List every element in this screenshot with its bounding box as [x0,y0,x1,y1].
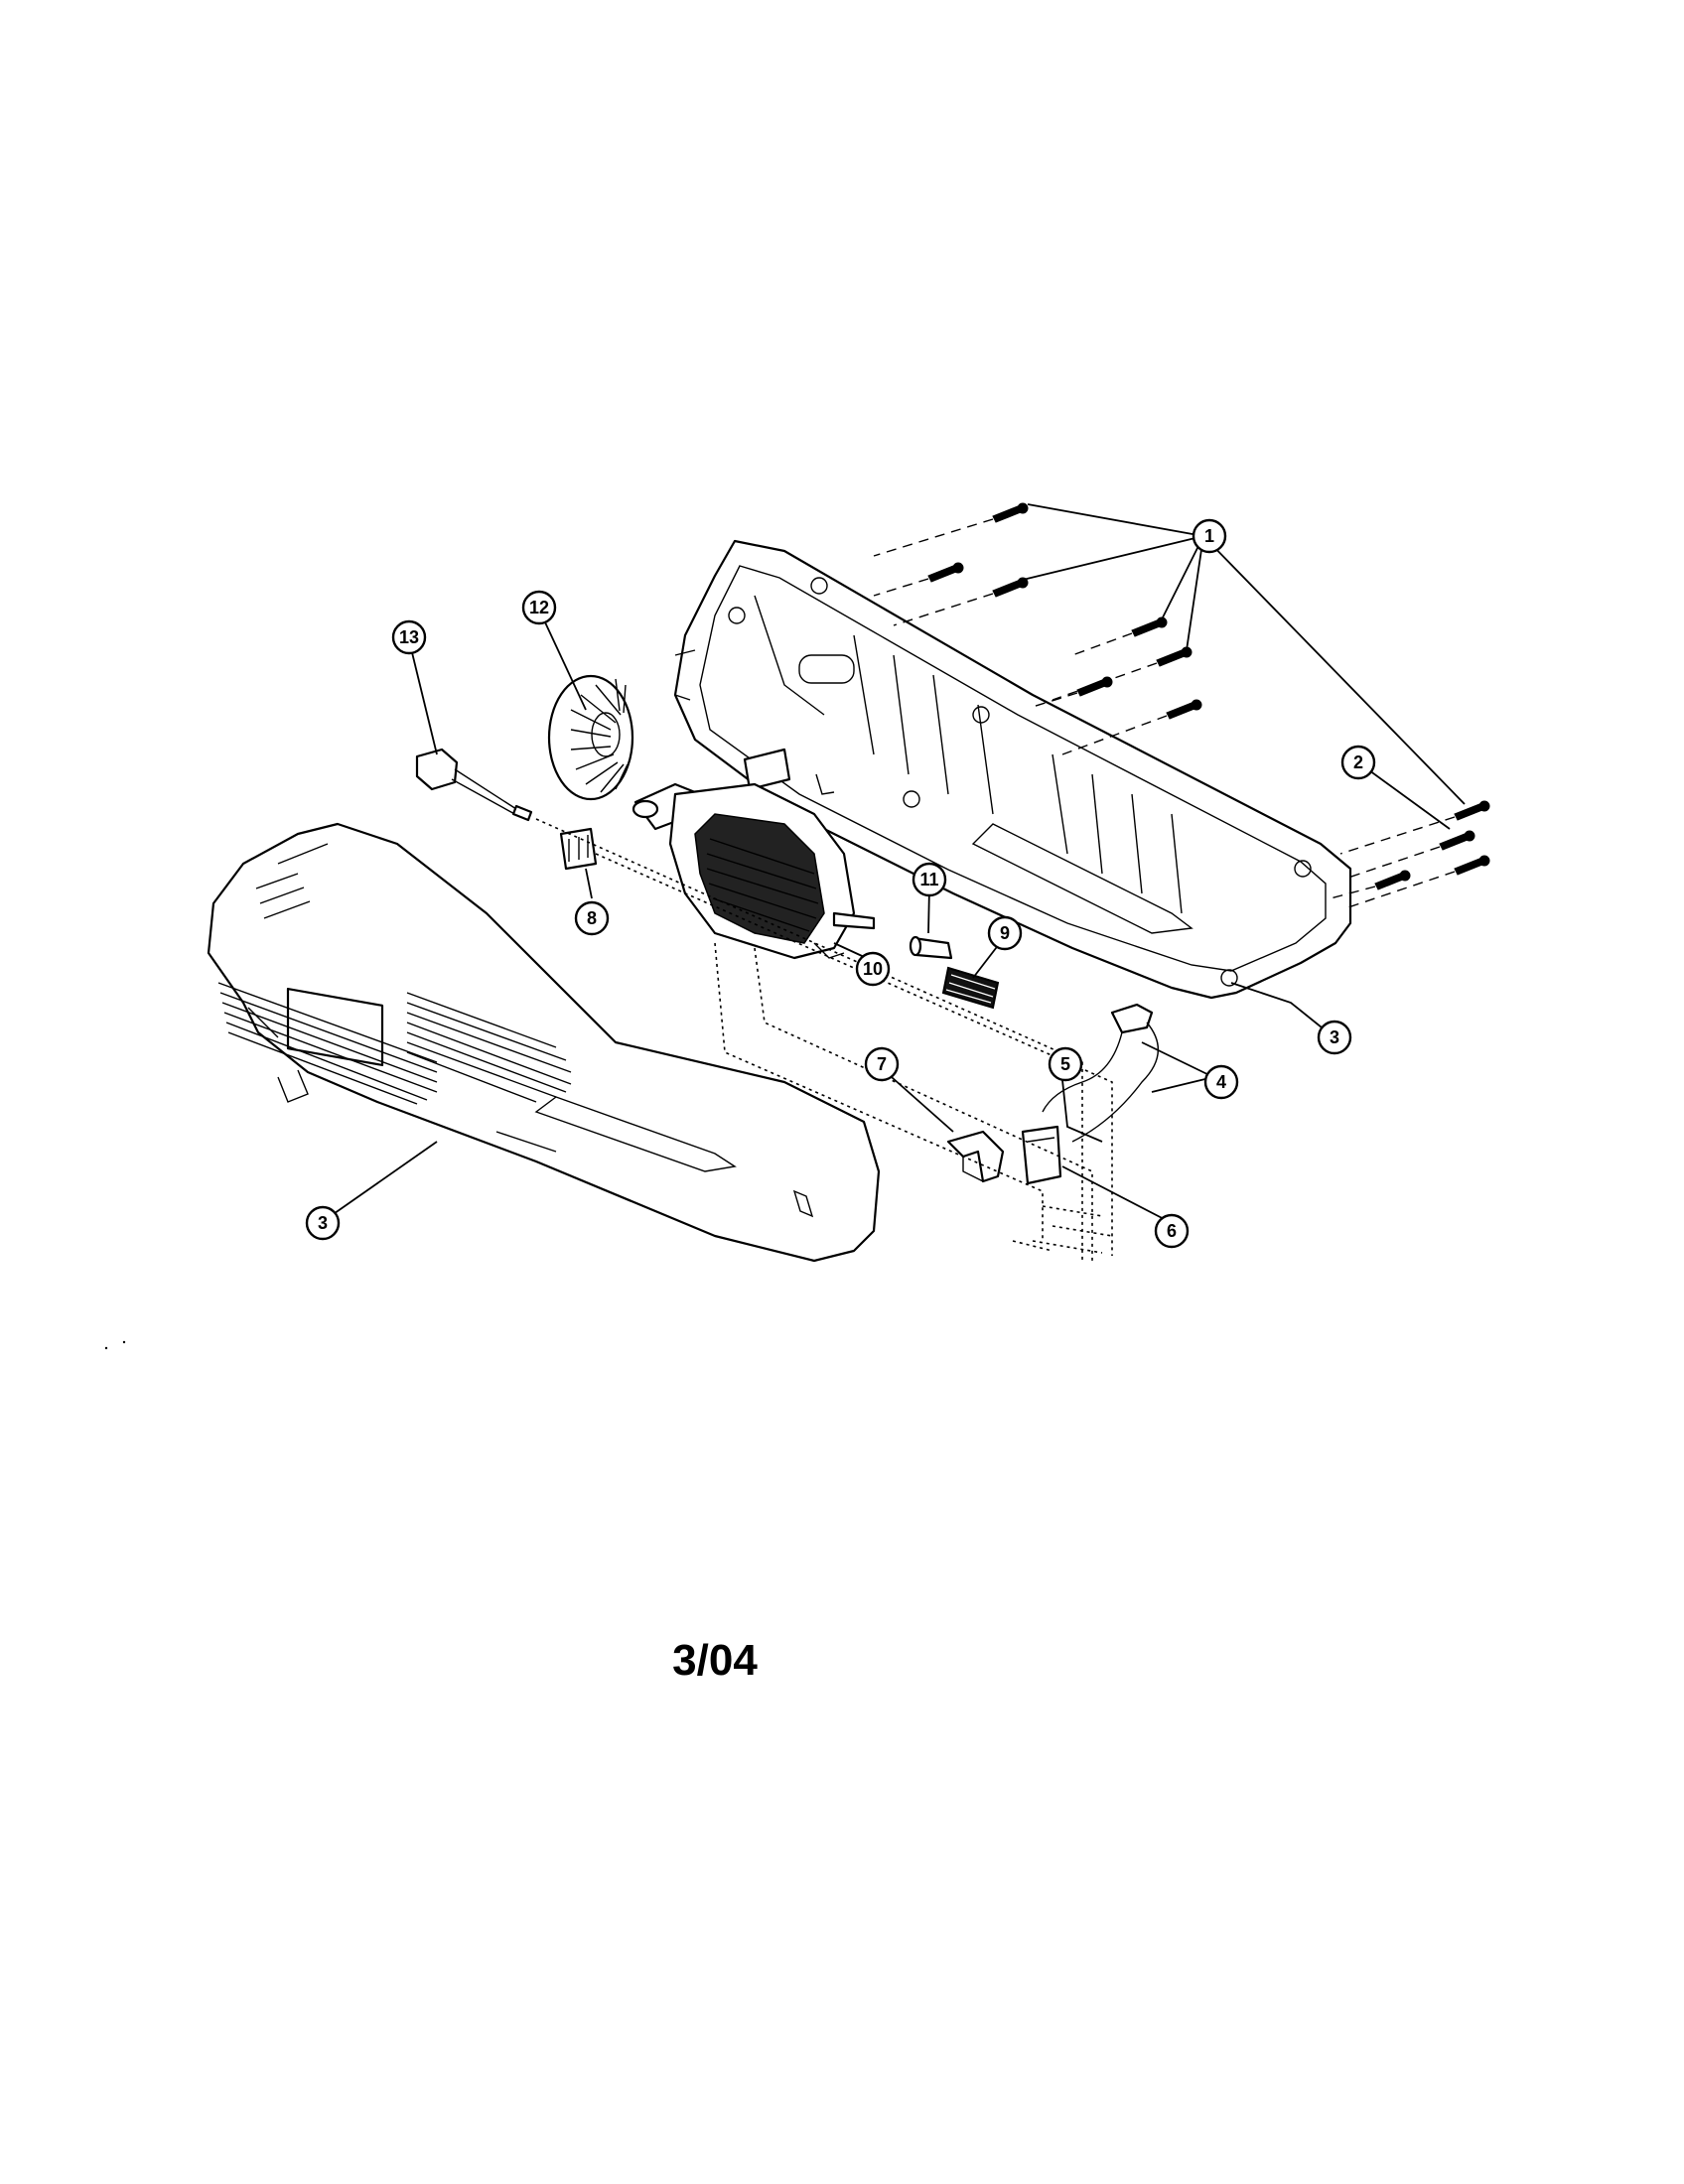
screws-group [927,502,1490,890]
callout-label: 6 [1167,1221,1177,1241]
screw [992,502,1029,523]
callout-label: 3 [318,1213,328,1233]
stray-mark [122,1340,126,1344]
callout-label: 5 [1060,1054,1070,1074]
callout-8: 8 [574,900,610,936]
bracket [946,1130,1005,1183]
screw [1131,616,1168,637]
callout-label: 13 [399,627,419,647]
callout-label: 11 [919,870,938,889]
screw [1454,800,1490,821]
screw [992,577,1029,598]
screw [1156,646,1193,667]
callout-9: 9 [987,915,1023,951]
callout-5: 5 [1048,1046,1083,1082]
callout-7: 7 [864,1046,900,1082]
fan [547,674,634,801]
callout-label: 1 [1204,526,1214,546]
callout-3-left: 3 [305,1205,341,1241]
screw [1439,830,1475,851]
callout-label: 8 [587,908,597,928]
item-11-part [909,935,953,960]
motor [632,782,876,960]
callout-2: 2 [1340,745,1376,780]
callout-label: 2 [1353,752,1363,772]
callout-13: 13 [391,619,427,655]
callout-1: 1 [1192,518,1227,554]
callout-12: 12 [521,590,557,625]
callout-label: 7 [877,1054,887,1074]
terminal-block [559,827,598,871]
wire-assembly [1042,1003,1160,1143]
screw [1454,855,1490,876]
screw [1076,676,1113,697]
screw [1374,870,1411,890]
connector [415,748,533,822]
screw [1166,699,1202,720]
footer-date: 3/04 [672,1636,758,1685]
screw-alignment-lines [873,518,1456,909]
callout-10: 10 [855,951,891,987]
spring [941,966,1000,1010]
callout-3-right: 3 [1317,1020,1352,1055]
leader-lines [327,503,1466,1224]
callout-label: 9 [1000,923,1010,943]
switch [1021,1125,1062,1185]
callout-label: 12 [529,598,549,617]
callout-label: 10 [863,959,883,979]
stray-mark [104,1346,108,1350]
housing-right-half [673,539,1352,1000]
callout-6: 6 [1154,1213,1190,1249]
housing-left-half [207,822,881,1263]
callout-label: 4 [1216,1072,1226,1092]
screw [927,562,964,583]
callout-label: 3 [1330,1027,1339,1047]
callout-4: 4 [1203,1064,1239,1100]
callout-11: 11 [912,862,947,897]
